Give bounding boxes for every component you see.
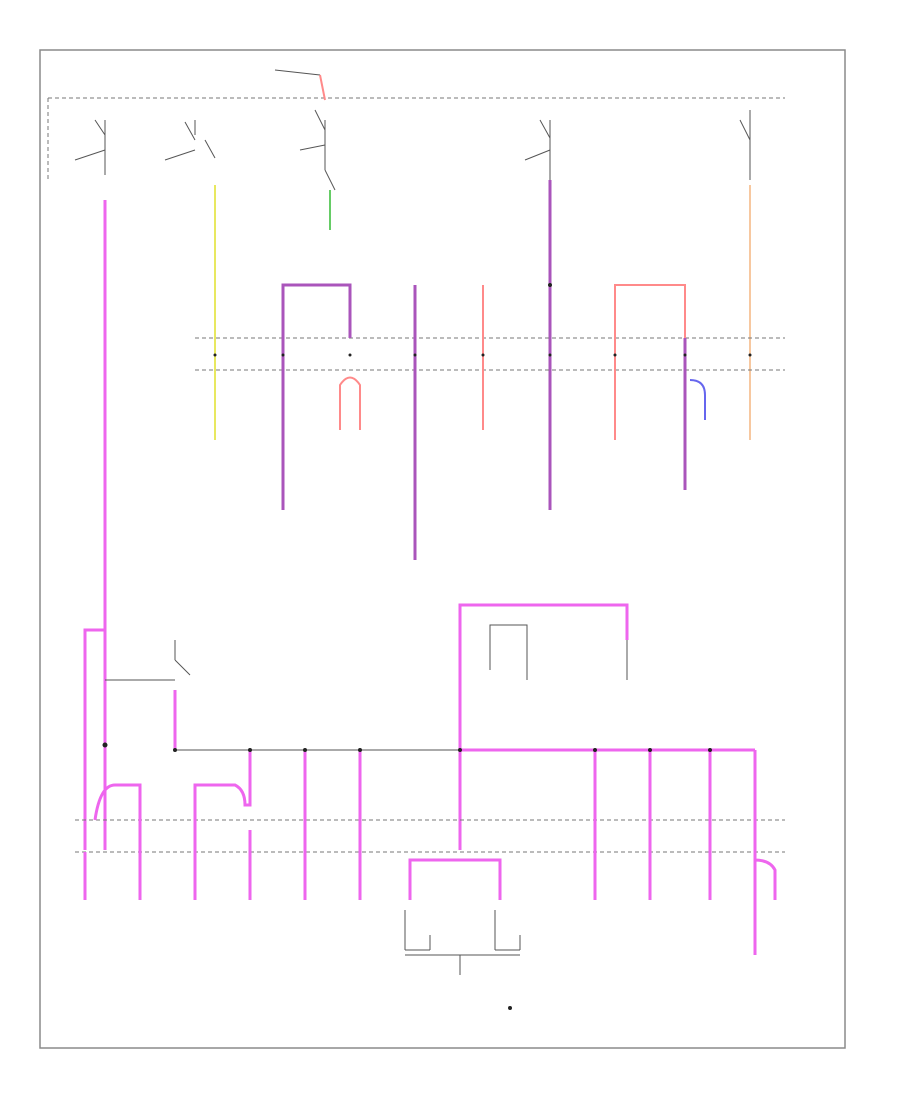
switch-icon	[404, 910, 521, 975]
fuse-icon	[213, 353, 752, 357]
switch-icon	[524, 119, 551, 180]
diagram-frame	[39, 49, 846, 1049]
wire-pink-l3	[193, 750, 252, 900]
switch-icon	[739, 110, 751, 180]
wire-pink-l1	[93, 783, 142, 900]
switch-icon	[299, 109, 336, 191]
wire-red-top	[319, 74, 326, 101]
wire-pink-l11	[753, 750, 777, 955]
wire-pink-left-loop	[83, 628, 105, 850]
wire-blue	[689, 379, 706, 420]
splice-dot-icon	[173, 283, 712, 752]
switch-icon	[174, 640, 191, 676]
switch-icon	[164, 120, 216, 161]
relay-branch	[489, 624, 528, 680]
ground-icon	[102, 742, 108, 748]
wire-pink-l7	[408, 858, 502, 900]
relay-feed	[274, 69, 321, 76]
switch-icon	[74, 119, 106, 175]
wire-pink-mid	[458, 603, 629, 850]
wire-pink-split	[339, 376, 361, 430]
wire-purple-1	[281, 283, 352, 510]
ground-icon	[508, 1006, 512, 1010]
wire-red-3	[614, 284, 686, 440]
